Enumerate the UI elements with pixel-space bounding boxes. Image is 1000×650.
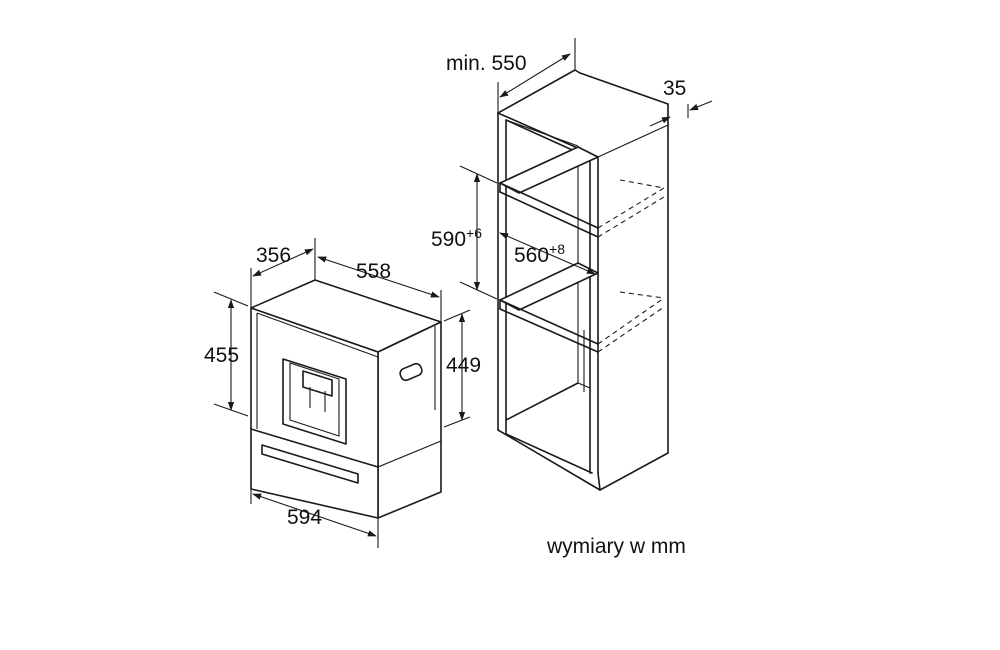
units-caption: wymiary w mm xyxy=(546,535,686,558)
dim-depth xyxy=(317,256,442,322)
height-front-label: 455 xyxy=(204,344,239,367)
dim-width xyxy=(250,489,379,548)
dim-height-side xyxy=(443,309,471,428)
depth-label: 558 xyxy=(356,260,391,283)
back-gap-label: 35 xyxy=(663,77,686,100)
niche-height-value: 590 xyxy=(431,228,466,251)
dim-cabinet-depth xyxy=(497,38,576,113)
dim-niche-height xyxy=(459,165,498,300)
tall-cabinet xyxy=(497,69,669,491)
depth-top-label: 356 xyxy=(256,244,291,267)
niche-height-tolerance: +6 xyxy=(466,225,482,241)
dim-niche-width xyxy=(499,232,596,275)
height-side-label: 449 xyxy=(446,354,481,377)
coffee-machine xyxy=(250,279,442,519)
niche-height-label: 590+6 xyxy=(431,225,482,251)
niche-width-value: 560 xyxy=(514,244,549,267)
dim-back-gap xyxy=(649,100,713,135)
niche-width-tolerance: +8 xyxy=(549,241,565,257)
dim-height-front xyxy=(213,291,249,417)
cabinet-depth-label: min. 550 xyxy=(446,52,527,75)
niche-width-label: 560+8 xyxy=(514,241,565,267)
dim-depth-top xyxy=(250,238,316,308)
width-label: 594 xyxy=(287,506,322,529)
